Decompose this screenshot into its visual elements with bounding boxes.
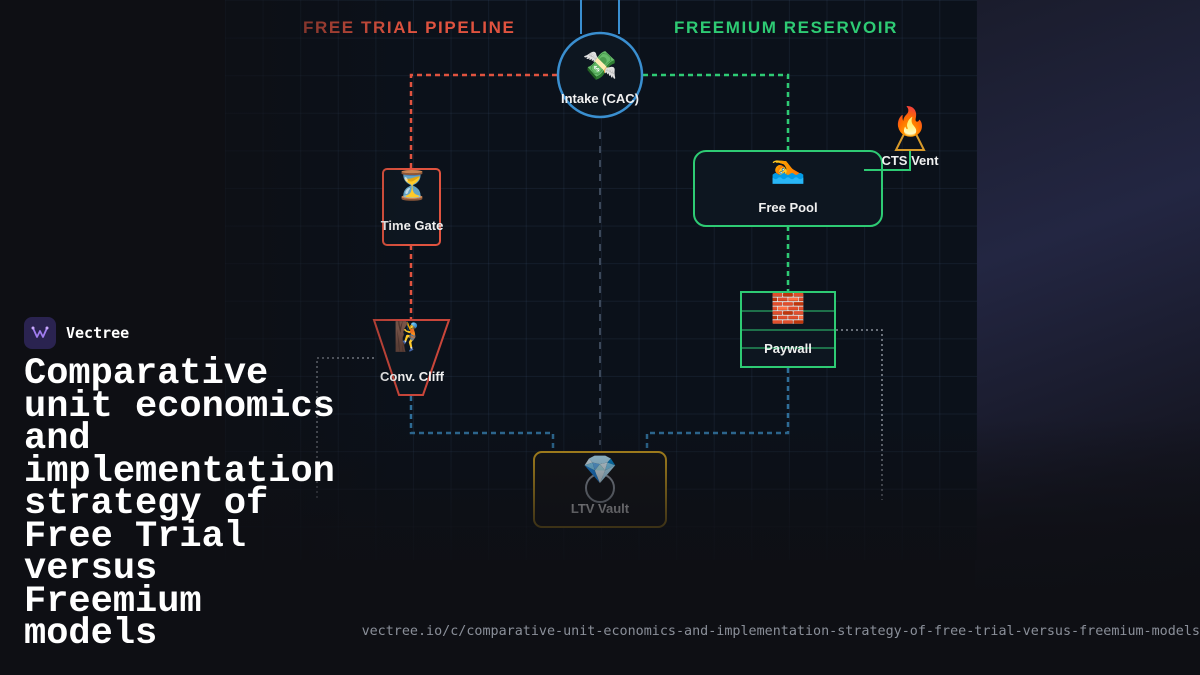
brand-name: Vectree — [66, 324, 130, 342]
time-gate-label: Time Gate — [380, 218, 444, 233]
trial-flow-line — [409, 73, 557, 170]
hourglass-icon: ⏳ — [394, 170, 430, 201]
gem-icon: 💎 — [582, 454, 618, 485]
swimmer-icon: 🏊 — [770, 153, 806, 184]
vectree-logo-icon — [24, 317, 56, 349]
cts-vent-label: CTS Vent — [881, 153, 939, 168]
money-with-wings-icon: 💸 — [582, 50, 618, 81]
freemium-lane-title: FREEMIUM RESERVOIR — [674, 18, 899, 37]
paywall-to-vault-line — [645, 368, 790, 452]
free-trial-lane-title: FREE TRIAL PIPELINE — [303, 18, 516, 37]
person-climbing-icon: 🧗 — [393, 321, 429, 352]
paywall-churn-line — [836, 329, 883, 500]
paywall-label: Paywall — [764, 341, 812, 356]
conv-cliff-label: Conv. Cliff — [379, 369, 445, 384]
fire-icon: 🔥 — [892, 106, 928, 137]
free-pool-label: Free Pool — [758, 200, 818, 215]
ltv-vault-label: LTV Vault — [570, 501, 630, 516]
brand[interactable]: Vectree — [24, 317, 129, 349]
intake-label: Intake (CAC) — [560, 91, 639, 106]
brick-icon: 🧱 — [770, 293, 806, 324]
freemium-flow-line — [643, 73, 790, 150]
page-title: Comparative unit economics and implement… — [24, 353, 335, 655]
page-url[interactable]: vectree.io/c/comparative-unit-economics-… — [361, 624, 1200, 639]
trial-to-vault-line — [409, 396, 555, 452]
